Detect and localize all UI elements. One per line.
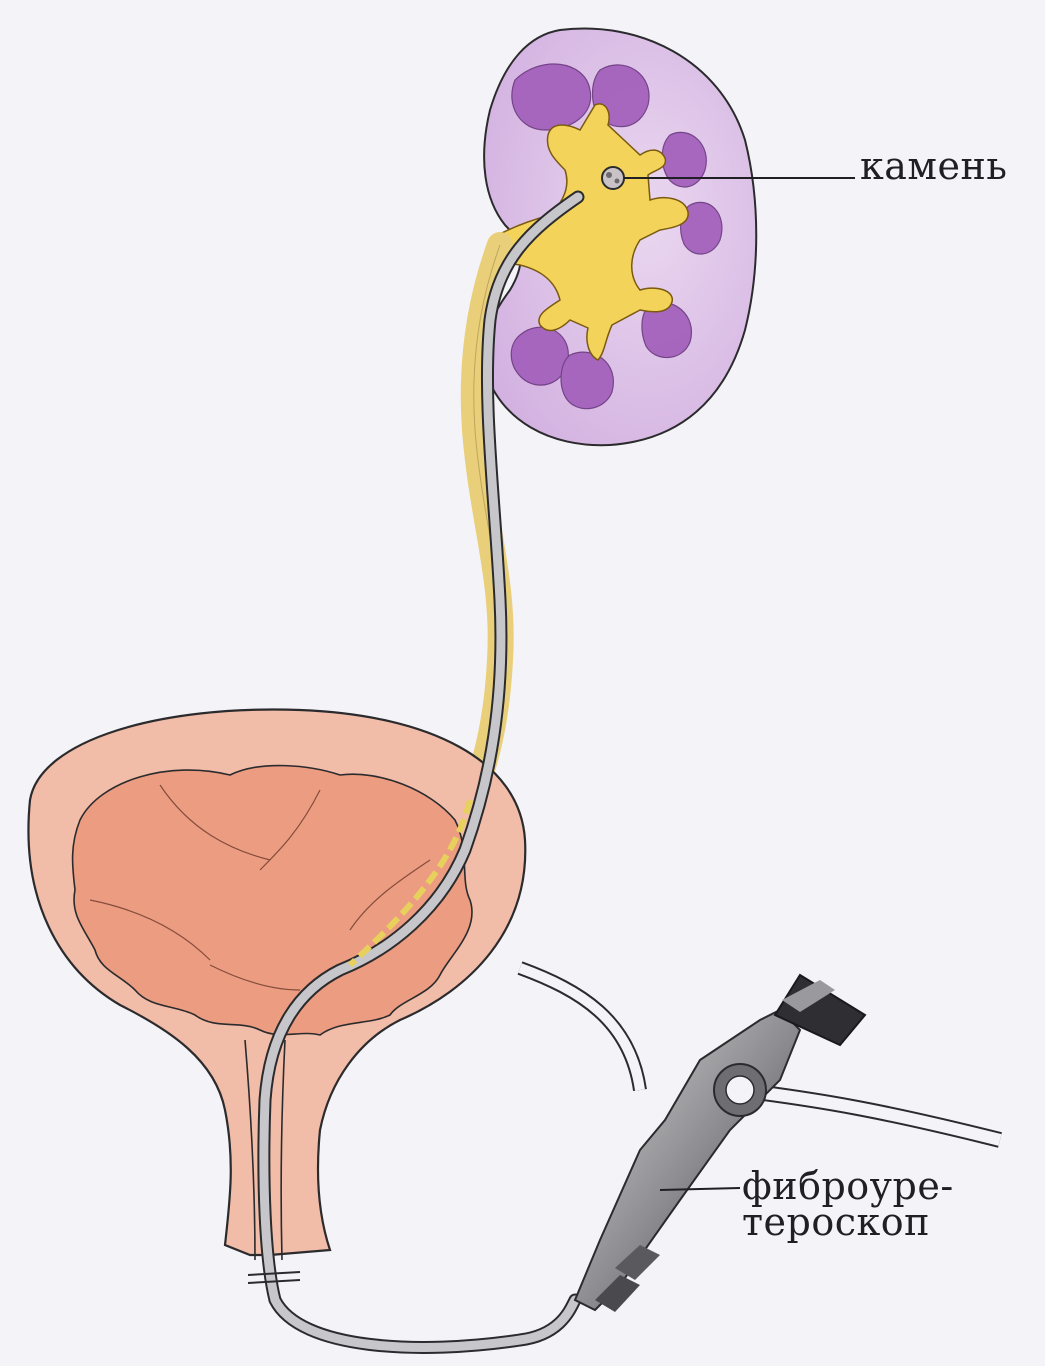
kidney (470, 28, 855, 800)
kidney-stone (602, 167, 624, 189)
fiberureteroscope (520, 968, 1000, 1312)
fiberureteroscope-label-line2: тероскоп (742, 1204, 954, 1240)
stone-label: камень (860, 148, 1007, 184)
fiberureteroscope-label: фиброуре- тероскоп (742, 1168, 954, 1240)
fiberureteroscope-label-line1: фиброуре- (742, 1168, 954, 1204)
bladder (28, 710, 525, 1260)
